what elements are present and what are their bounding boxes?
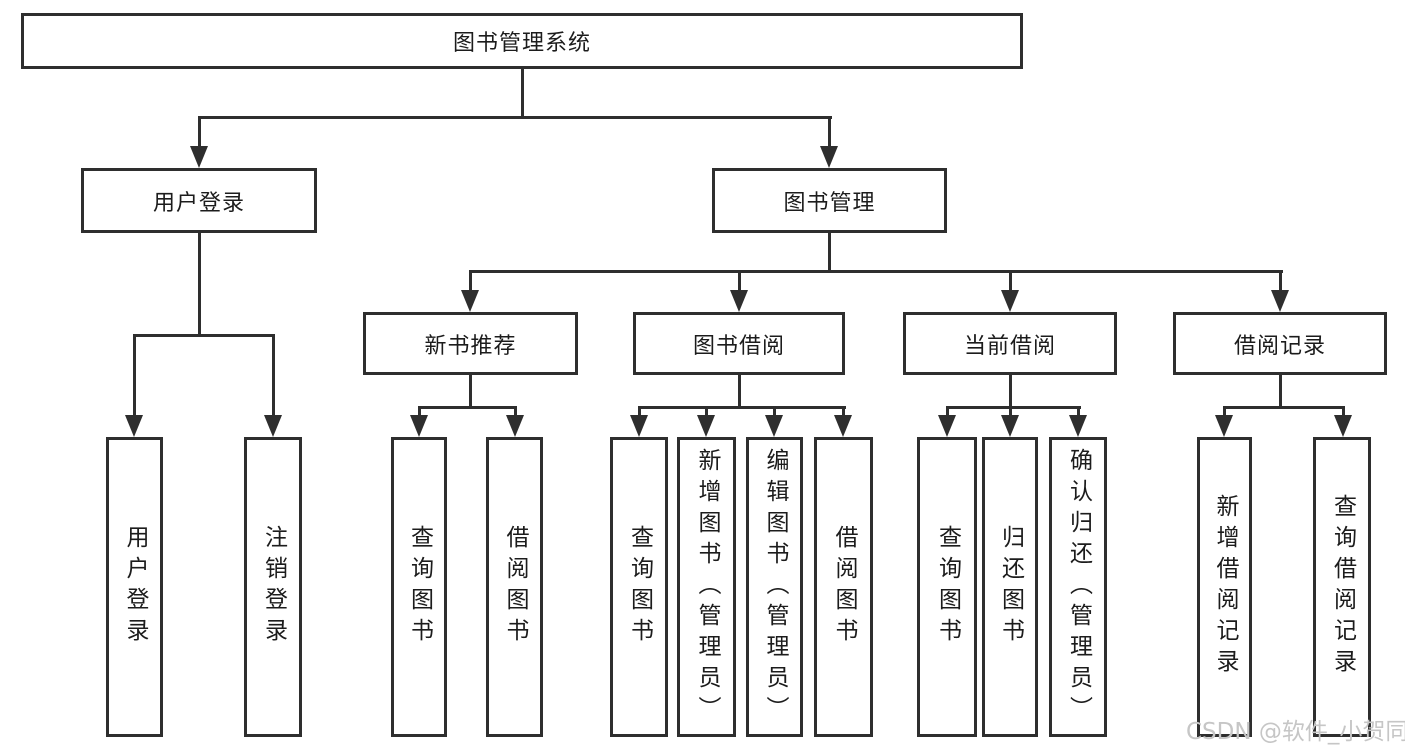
node-label: 图书借阅	[692, 333, 785, 359]
connector-line	[1223, 406, 1226, 419]
connector-line	[1009, 270, 1012, 292]
node-label: 用户登录	[122, 525, 148, 649]
node-label: 查询图书	[934, 525, 961, 649]
leaf-query-books-current: 查询图书	[917, 437, 977, 737]
connector-line	[828, 233, 831, 273]
connector-line	[1077, 406, 1080, 419]
leaf-add-books-admin: 新增图书（管理员）	[677, 437, 736, 737]
node-label: 确认归还（管理员）	[1065, 447, 1092, 727]
leaf-return-books: 归还图书	[982, 437, 1038, 737]
connector-line	[638, 406, 641, 419]
connector-line	[738, 375, 741, 409]
connector-line	[946, 406, 949, 419]
connector-line	[514, 406, 517, 419]
connector-line	[773, 406, 776, 419]
connector-line	[1223, 406, 1345, 409]
connector-line	[418, 406, 517, 409]
node-current-borrow: 当前借阅	[903, 312, 1117, 375]
connector-line	[638, 406, 846, 409]
node-book-borrow: 图书借阅	[633, 312, 845, 375]
connector-line	[521, 69, 524, 119]
leaf-confirm-return-admin: 确认归还（管理员）	[1049, 437, 1107, 737]
node-label: 查询图书	[406, 525, 433, 649]
node-label: 借阅图书	[502, 525, 528, 649]
leaf-query-books: 查询图书	[610, 437, 668, 737]
arrow-down-icon	[765, 415, 783, 437]
connector-line	[738, 270, 741, 292]
node-label: 新书推荐	[424, 333, 517, 359]
leaf-query-borrow-record: 查询借阅记录	[1313, 437, 1371, 737]
connector-line	[469, 270, 472, 292]
connector-line	[198, 233, 201, 337]
node-borrow-records: 借阅记录	[1173, 312, 1387, 375]
arrow-down-icon	[190, 146, 208, 168]
node-label: 注销登录	[260, 525, 287, 649]
connector-line	[842, 406, 845, 419]
arrow-down-icon	[125, 415, 143, 437]
node-library-management-system: 图书管理系统	[21, 13, 1023, 69]
leaf-user-login: 用户登录	[106, 437, 163, 737]
connector-line	[1009, 375, 1012, 409]
node-user-login: 用户登录	[81, 168, 317, 233]
node-label: 新增借阅记录	[1212, 494, 1238, 680]
node-label: 借阅记录	[1233, 333, 1326, 359]
node-label: 图书管理系统	[452, 31, 591, 56]
connector-line	[705, 406, 708, 419]
arrow-down-icon	[1001, 415, 1019, 437]
leaf-query-books-recommend: 查询图书	[391, 437, 447, 737]
node-label: 归还图书	[997, 525, 1024, 649]
arrow-down-icon	[506, 415, 524, 437]
connector-line	[828, 116, 831, 148]
arrow-down-icon	[1001, 290, 1019, 312]
leaf-logout: 注销登录	[244, 437, 302, 737]
arrow-down-icon	[1215, 415, 1233, 437]
arrow-down-icon	[697, 415, 715, 437]
arrow-down-icon	[1334, 415, 1352, 437]
connector-line	[133, 334, 136, 418]
leaf-edit-books-admin: 编辑图书（管理员）	[746, 437, 803, 737]
arrow-down-icon	[1069, 415, 1087, 437]
connector-line	[198, 116, 832, 119]
node-label: 当前借阅	[963, 333, 1056, 359]
connector-line	[133, 334, 275, 337]
arrow-down-icon	[820, 146, 838, 168]
arrow-down-icon	[938, 415, 956, 437]
connector-line	[469, 270, 1283, 273]
connector-line	[418, 406, 421, 419]
arrow-down-icon	[834, 415, 852, 437]
connector-line	[1279, 270, 1282, 292]
connector-line	[946, 406, 1081, 409]
node-label: 借阅图书	[831, 525, 857, 649]
node-label: 图书管理	[783, 190, 876, 216]
connector-line	[198, 116, 201, 148]
node-new-book-recommend: 新书推荐	[363, 312, 578, 375]
arrow-down-icon	[730, 290, 748, 312]
node-label: 新增图书（管理员）	[694, 447, 720, 727]
connector-line	[1279, 375, 1282, 409]
arrow-down-icon	[264, 415, 282, 437]
node-book-management: 图书管理	[712, 168, 947, 233]
node-label: 用户登录	[152, 190, 245, 216]
node-label: 查询借阅记录	[1329, 494, 1356, 680]
watermark-text: CSDN @软件_小贺同学	[1186, 719, 1405, 745]
connector-line	[1009, 406, 1012, 419]
arrow-down-icon	[630, 415, 648, 437]
arrow-down-icon	[1271, 290, 1289, 312]
node-label: 编辑图书（管理员）	[762, 447, 788, 727]
leaf-borrow-books: 借阅图书	[814, 437, 873, 737]
node-label: 查询图书	[626, 525, 653, 649]
connector-line	[272, 334, 275, 418]
leaf-add-borrow-record: 新增借阅记录	[1197, 437, 1252, 737]
arrow-down-icon	[410, 415, 428, 437]
connector-line	[469, 375, 472, 409]
leaf-borrow-books-recommend: 借阅图书	[486, 437, 543, 737]
connector-line	[1342, 406, 1345, 419]
arrow-down-icon	[461, 290, 479, 312]
